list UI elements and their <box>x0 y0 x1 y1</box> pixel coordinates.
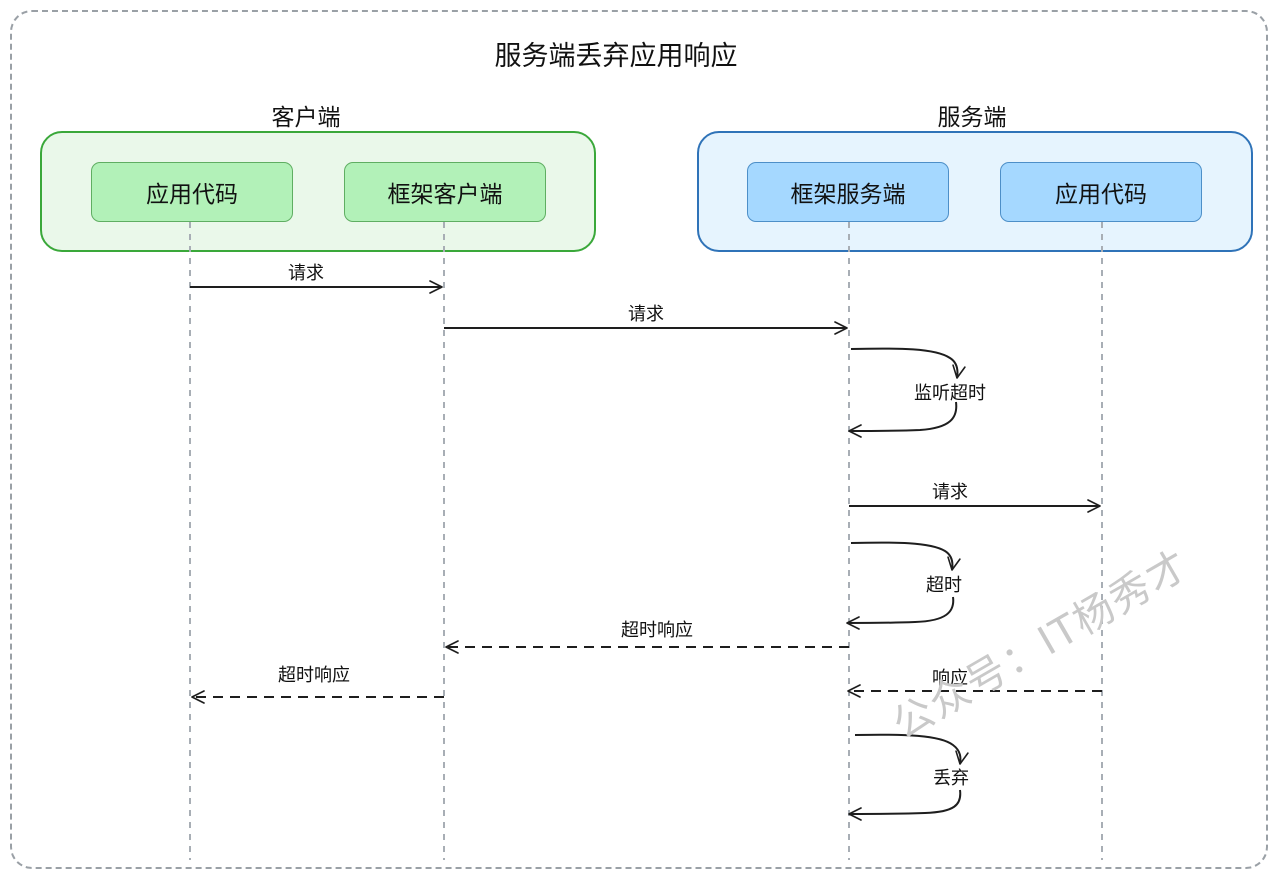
actor-client-app: 应用代码 <box>91 162 293 222</box>
message-label-m4: 请求 <box>932 482 968 503</box>
message-label-m5: 超时 <box>926 575 962 596</box>
client-group-label: 客户端 <box>271 105 341 131</box>
arrow-m9-back <box>848 789 962 821</box>
server-group-label: 服务端 <box>937 105 1007 131</box>
arrow-m5-out <box>850 541 961 571</box>
diagram-title: 服务端丢弃应用响应 <box>494 41 738 72</box>
message-label-m9: 丢弃 <box>933 768 969 789</box>
message-label-m2: 请求 <box>628 304 664 325</box>
arrow-m3-back <box>848 401 958 438</box>
message-label-m1: 请求 <box>288 263 324 284</box>
message-label-m3: 监听超时 <box>914 383 986 404</box>
arrow-m5-back <box>846 596 955 630</box>
message-label-m6: 超时响应 <box>621 620 693 641</box>
message-label-m8: 响应 <box>932 668 968 689</box>
actor-server-app: 应用代码 <box>1000 162 1202 222</box>
arrow-m9-out <box>854 733 969 765</box>
arrow-m3-out <box>850 347 966 379</box>
message-label-m7: 超时响应 <box>278 665 350 686</box>
actor-server-framework: 框架服务端 <box>747 162 949 222</box>
diagram-frame <box>10 10 1268 869</box>
actor-client-framework: 框架客户端 <box>344 162 546 222</box>
